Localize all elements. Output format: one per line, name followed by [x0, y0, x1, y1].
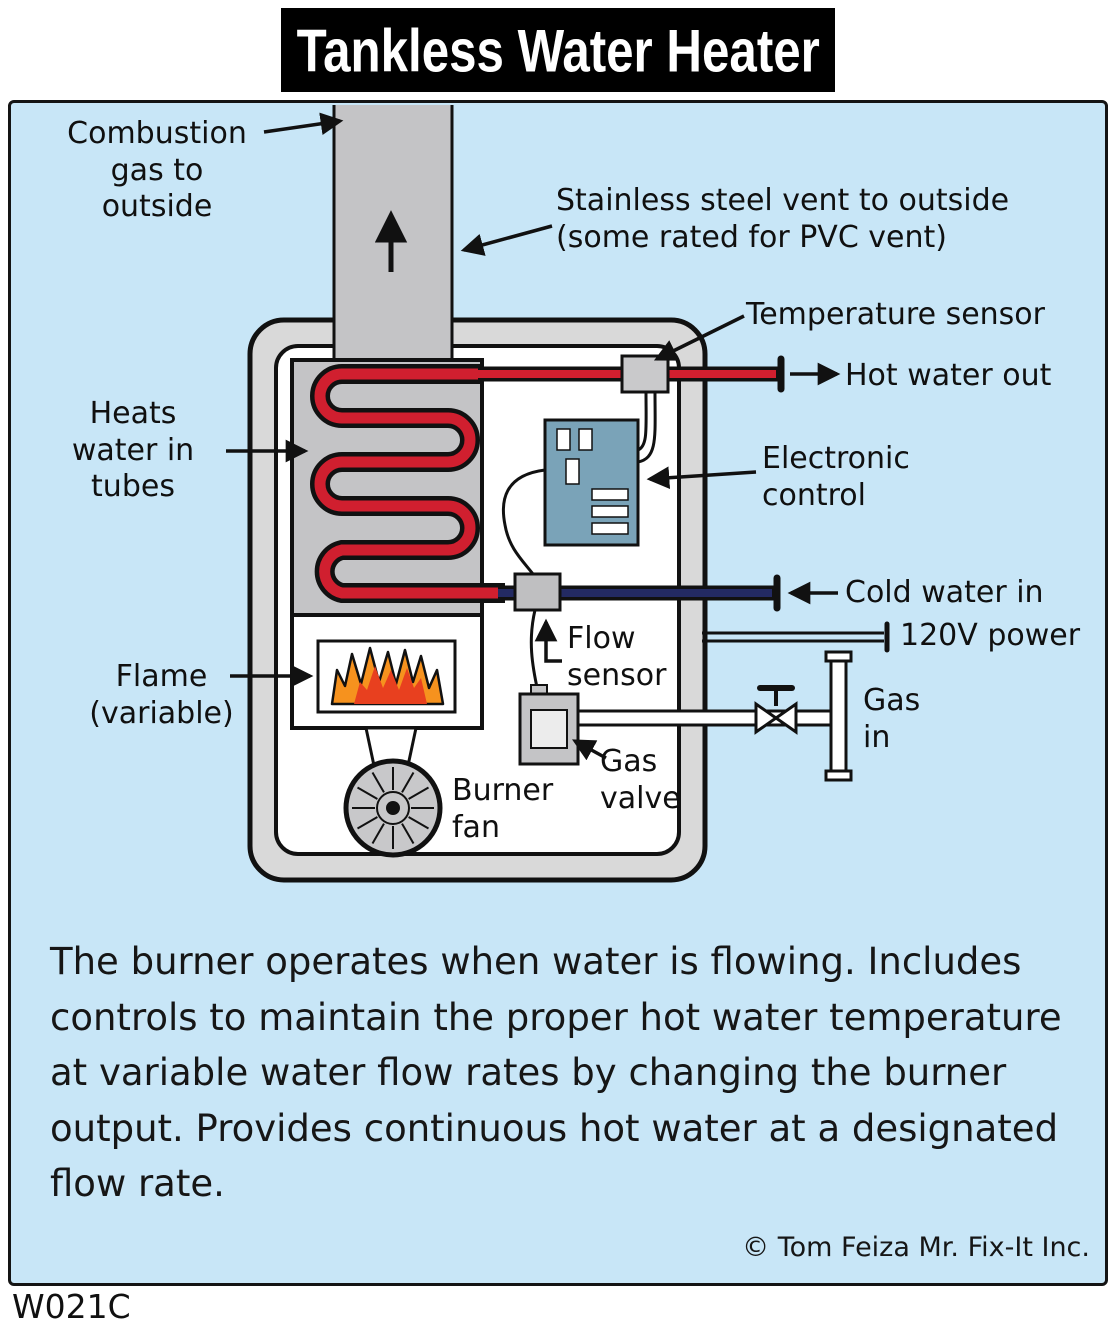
page-title: Tankless Water Heater	[296, 15, 820, 85]
vent-pipe	[332, 105, 454, 365]
electronic-control-arrow	[646, 466, 757, 490]
temperature-sensor	[620, 354, 670, 394]
gas-in-label: Gas in	[863, 683, 921, 755]
flame-shape	[316, 639, 457, 714]
gas-riser	[824, 650, 853, 782]
burner-fan-label: Burner fan	[452, 773, 554, 845]
heats-water-label: Heats water in tubes	[71, 396, 195, 505]
flow-sensor	[513, 572, 562, 612]
electronic-control	[543, 418, 640, 547]
electronic-control-label: Electronic control	[762, 441, 910, 513]
gas-pipe	[576, 650, 853, 782]
vent-arrow	[460, 224, 553, 256]
power-label: 120V power	[900, 618, 1081, 653]
flow-sensor-label: Flow sensor	[567, 621, 667, 693]
flame-label: Flame (variable)	[89, 659, 234, 731]
temperature-sensor-arrow	[653, 314, 745, 361]
gas-shutoff-valve	[754, 685, 798, 735]
temperature-sensor-label: Temperature sensor	[746, 297, 1045, 332]
gas-valve-arrow	[572, 739, 607, 761]
description-text: The burner operates when water is flowin…	[50, 940, 1062, 1205]
title-bar: Tankless Water Heater	[281, 8, 835, 92]
gas-valve-label: Gas valve	[600, 744, 681, 816]
gas-valve	[518, 684, 580, 766]
vent-label: Stainless steel vent to outside (some ra…	[556, 183, 1010, 255]
burner-fan	[343, 726, 443, 858]
hot-water-out-label: Hot water out	[845, 358, 1052, 393]
control-wires	[501, 391, 657, 693]
cold-water-in-label: Cold water in	[845, 575, 1044, 610]
copyright-text: © Tom Feiza Mr. Fix-It Inc.	[742, 1232, 1090, 1263]
combustion-arrow	[263, 112, 344, 136]
flow-sensor-arrow	[534, 618, 562, 663]
diagram-code: W021C	[12, 1287, 131, 1326]
heating-coil	[310, 364, 505, 603]
combustion-label: Combustion gas to outside	[67, 116, 247, 225]
power-line	[702, 621, 890, 653]
